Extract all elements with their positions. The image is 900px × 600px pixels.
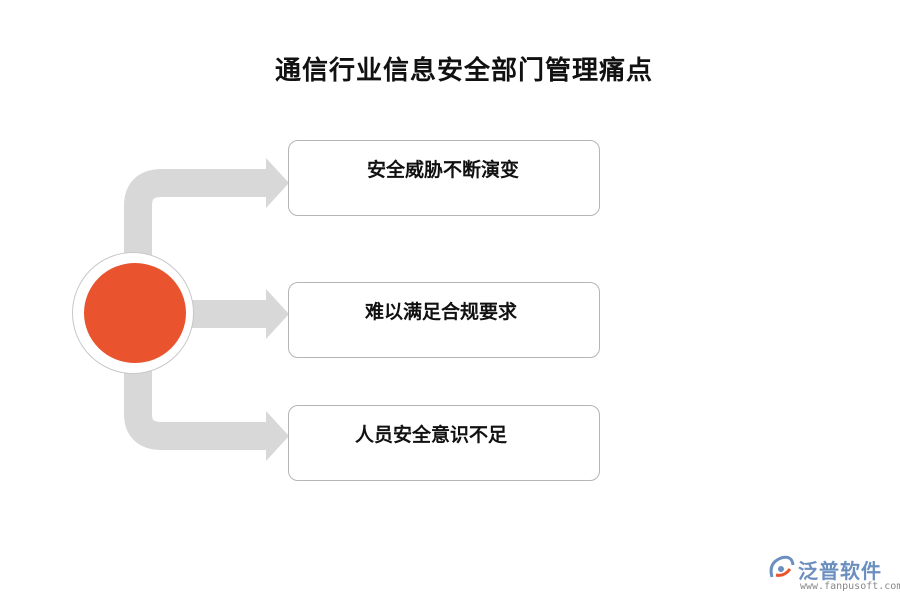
fanpu-logo-icon bbox=[769, 555, 795, 578]
arrow-bottom-head bbox=[266, 411, 289, 461]
arrow-top-connector bbox=[124, 169, 268, 262]
pain-point-label: 难以满足合规要求 bbox=[365, 301, 518, 323]
diagram-title: 通信行业信息安全部门管理痛点 bbox=[274, 56, 653, 86]
arrow-bottom-connector bbox=[124, 364, 268, 450]
fanpu-logo: 泛普软件 www.fanpusoft.com bbox=[766, 553, 900, 597]
hub-circle bbox=[84, 263, 186, 363]
pain-point-box-2: 难以满足合规要求 bbox=[288, 282, 600, 358]
logo-brand-text: 泛普软件 bbox=[798, 559, 882, 583]
pain-point-label: 人员安全意识不足 bbox=[355, 424, 508, 446]
logo-url-text: www.fanpusoft.com bbox=[800, 581, 900, 592]
pain-point-label: 安全威胁不断演变 bbox=[367, 159, 520, 181]
pain-point-box-3: 人员安全意识不足 bbox=[288, 405, 600, 481]
arrow-middle-head bbox=[266, 289, 289, 339]
arrow-top-head bbox=[266, 158, 289, 208]
pain-point-box-1: 安全威胁不断演变 bbox=[288, 140, 600, 216]
